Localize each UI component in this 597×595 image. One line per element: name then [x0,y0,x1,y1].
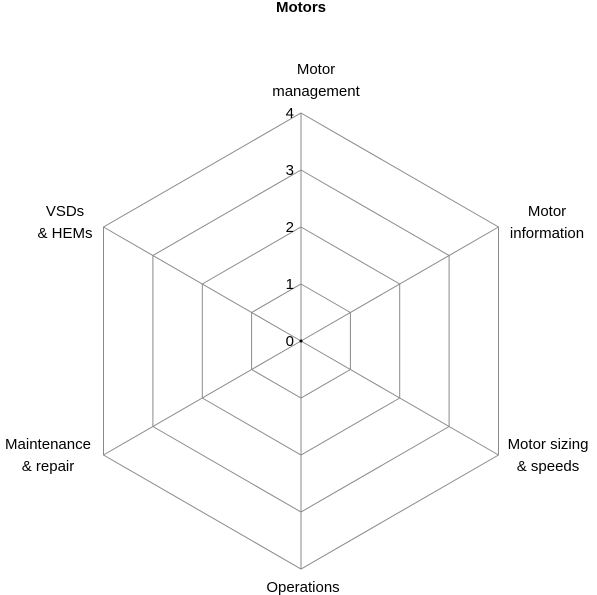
axis-label-2: Motor sizing& speeds [508,436,589,475]
tick-label-0: 0 [286,333,294,350]
radar-spokes [103,113,499,569]
tick-label-3: 3 [286,162,294,179]
spoke-2 [300,340,499,456]
tick-label-1: 1 [286,276,294,293]
tick-label-2: 2 [286,219,294,236]
radial-tick-labels: 0 1 2 3 4 [286,105,294,350]
axis-label-3: Operations [266,579,339,595]
tick-label-4: 4 [286,105,294,122]
chart-title: Motors [276,0,326,16]
axis-label-4: Maintenance& repair [5,436,91,475]
spoke-5 [103,226,302,342]
axis-label-5: VSDs& HEMs [37,203,92,242]
spoke-4 [103,340,302,456]
center-point [299,339,303,343]
spoke-1 [300,226,499,342]
